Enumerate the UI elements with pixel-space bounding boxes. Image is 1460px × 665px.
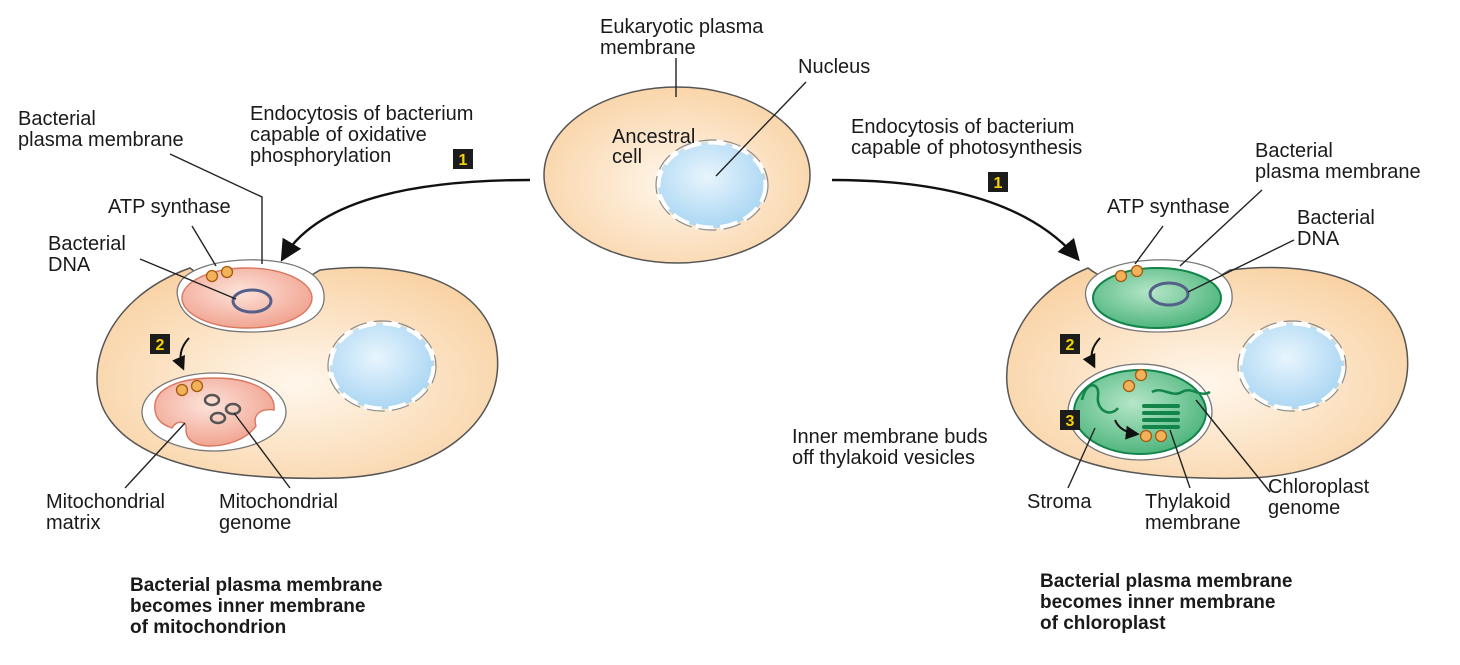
svg-text:2: 2 xyxy=(1066,337,1075,354)
right-atp-label: ATP synthase xyxy=(1107,196,1230,218)
right-host-nucleus xyxy=(1237,320,1347,412)
chloro-genome-label: Chloroplast genome xyxy=(1268,476,1375,519)
left-atp-leader xyxy=(191,225,217,267)
thylakoid-label: Thylakoid membrane xyxy=(1145,491,1241,534)
right-step-3-badge: 3 xyxy=(1060,410,1080,430)
left-step-1-badge: 1 xyxy=(453,149,473,169)
nucleus-label: Nucleus xyxy=(798,56,870,78)
right-endocytosis-arrow xyxy=(831,178,1080,262)
right-step-2-arrow xyxy=(1082,337,1101,369)
left-atp-synthase xyxy=(205,265,234,283)
right-dna-label: Bacterial DNA xyxy=(1297,207,1380,250)
ancestral-cell-label: Ancestral cell xyxy=(612,126,701,168)
right-step-2-badge: 2 xyxy=(1060,334,1080,354)
left-step-2-arrow xyxy=(172,337,190,371)
left-engulfed-bacterium xyxy=(176,259,325,333)
mito-matrix-label: Mitochondrial matrix xyxy=(46,491,171,534)
right-host-cell: 2 3 xyxy=(1006,259,1409,480)
mito-genome-label: Mitochondrial genome xyxy=(219,491,344,534)
right-engulfed-bacterium xyxy=(1085,259,1233,333)
left-mitochondrion xyxy=(141,372,287,452)
left-caption: Bacterial plasma membrane becomes inner … xyxy=(130,575,388,638)
chloroplast-genome xyxy=(1151,389,1211,395)
nucleus-leader xyxy=(715,81,807,177)
left-bacterial-membrane-label: Bacterial plasma membrane xyxy=(18,108,184,151)
inner-membrane-bud xyxy=(1080,384,1119,414)
left-endocytosis-label: Endocytosis of bacterium capable of oxid… xyxy=(250,103,479,167)
right-step-3-arrow xyxy=(1114,419,1140,440)
chloroplast-atp-synthase xyxy=(1122,368,1168,443)
svg-text:3: 3 xyxy=(1066,413,1075,430)
mito-genome-leader xyxy=(233,412,291,489)
thylakoid-stack xyxy=(1142,404,1180,429)
left-bacterial-membrane-leader xyxy=(169,153,263,264)
eukaryotic-membrane-label: Eukaryotic plasma membrane xyxy=(600,16,769,59)
right-endocytosis-label: Endocytosis of bacterium capable of phot… xyxy=(851,116,1082,159)
left-bacterial-dna xyxy=(231,288,273,314)
left-host-nucleus xyxy=(327,320,437,412)
svg-text:2: 2 xyxy=(156,337,165,354)
svg-text:1: 1 xyxy=(994,175,1003,192)
right-atp-synthase xyxy=(1114,264,1144,283)
inner-buds-label: Inner membrane buds off thylakoid vesicl… xyxy=(792,426,993,469)
right-bacterial-dna xyxy=(1148,281,1190,307)
right-atp-leader xyxy=(1134,225,1164,265)
left-dna-leader xyxy=(139,258,237,300)
right-bacterial-membrane-leader xyxy=(1179,189,1263,267)
thylakoid-leader xyxy=(1169,429,1191,489)
left-endocytosis-arrow xyxy=(280,178,531,262)
mito-atp-synthase xyxy=(175,379,204,397)
left-host-cell: 2 xyxy=(96,259,499,480)
right-step-1-badge: 1 xyxy=(988,172,1008,192)
chloro-genome-leader xyxy=(1195,399,1271,493)
right-dna-leader xyxy=(1187,239,1295,293)
left-dna-label: Bacterial DNA xyxy=(48,233,131,276)
left-step-2-badge: 2 xyxy=(150,334,170,354)
mito-matrix-leader xyxy=(124,422,186,489)
right-bacterial-membrane-label: Bacterial plasma membrane xyxy=(1255,140,1421,183)
stroma-leader xyxy=(1067,427,1096,489)
stroma-label: Stroma xyxy=(1027,491,1092,513)
ancestral-cell xyxy=(543,86,811,264)
ancestral-nucleus xyxy=(655,139,769,231)
right-caption: Bacterial plasma membrane becomes inner … xyxy=(1040,571,1298,634)
right-chloroplast xyxy=(1067,363,1213,461)
svg-text:1: 1 xyxy=(459,152,468,169)
left-atp-label: ATP synthase xyxy=(108,196,231,218)
